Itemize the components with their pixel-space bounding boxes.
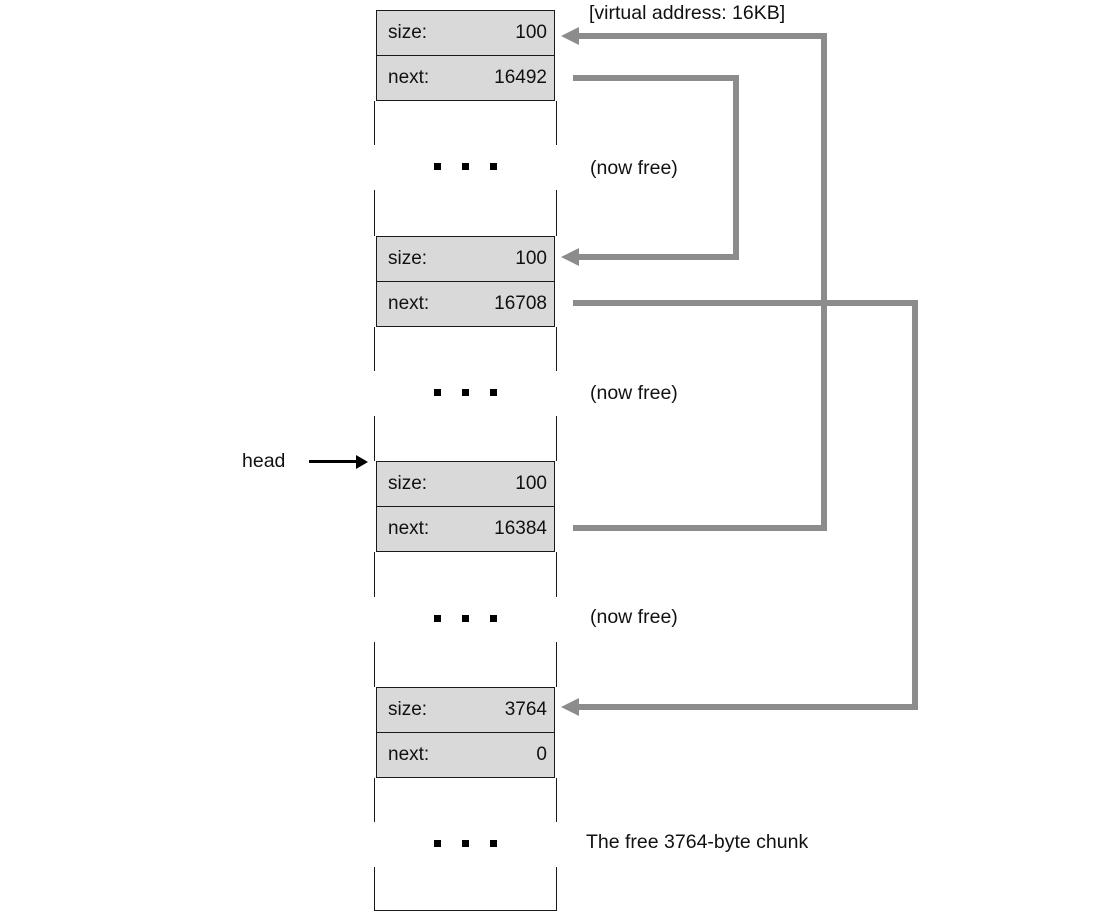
- pointer-b-top: [573, 75, 739, 81]
- ellipsis-icon: [374, 389, 557, 396]
- chunk4-next-label: next:: [388, 744, 430, 765]
- chunk1-size-value: 100: [515, 22, 547, 43]
- pointer-c-top: [573, 300, 918, 306]
- chunk3-size-label: size:: [388, 473, 428, 494]
- chunk4-size-value: 3764: [504, 699, 547, 720]
- chunk4-size-label: size:: [388, 699, 428, 720]
- head-arrow-icon: [356, 454, 368, 469]
- chunk4-next-value: 0: [536, 744, 547, 765]
- memory-segment: [374, 778, 557, 822]
- chunk2-next-value: 16708: [494, 293, 547, 314]
- pointer-arrowhead-icon: [561, 248, 579, 266]
- pointer-a-bottom: [573, 525, 827, 531]
- memory-segment: [374, 190, 557, 236]
- pointer-c-vertical: [912, 300, 918, 710]
- chunk3-next-label: next:: [388, 518, 430, 539]
- chunk4-next-row: next: 0: [376, 732, 555, 778]
- memory-segment: [374, 867, 557, 911]
- ellipsis-icon: [374, 615, 557, 622]
- memory-segment: [374, 642, 557, 687]
- ellipsis-icon: [374, 163, 557, 170]
- free-chunk-caption: The free 3764-byte chunk: [586, 831, 809, 853]
- pointer-c-bottom: [577, 704, 918, 710]
- head-pointer-label: head: [242, 450, 286, 472]
- pointer-arrowhead-icon: [561, 698, 579, 716]
- now-free-label-3: (now free): [590, 606, 678, 628]
- chunk3-size-row: size: 100: [376, 461, 555, 507]
- memory-segment: [374, 327, 557, 371]
- pointer-b-vertical: [733, 75, 739, 260]
- chunk2-next-label: next:: [388, 293, 430, 314]
- head-arrow-shaft: [309, 460, 357, 463]
- memory-segment: [374, 101, 557, 145]
- memory-segment: [374, 416, 557, 461]
- chunk2-size-row: size: 100: [376, 236, 555, 282]
- ellipsis-icon: [374, 840, 557, 847]
- now-free-label-1: (now free): [590, 157, 678, 179]
- virtual-address-annotation: [virtual address: 16KB]: [589, 2, 786, 24]
- chunk1-size-row: size: 100: [376, 10, 555, 56]
- pointer-b-bottom: [577, 254, 739, 260]
- now-free-label-2: (now free): [590, 382, 678, 404]
- chunk3-next-row: next: 16384: [376, 506, 555, 552]
- chunk1-next-row: next: 16492: [376, 55, 555, 101]
- chunk2-size-value: 100: [515, 248, 547, 269]
- chunk3-size-value: 100: [515, 473, 547, 494]
- chunk1-next-label: next:: [388, 67, 430, 88]
- chunk3-next-value: 16384: [494, 518, 547, 539]
- pointer-a-top: [577, 33, 827, 39]
- chunk2-size-label: size:: [388, 248, 428, 269]
- pointer-a-vertical: [821, 33, 827, 531]
- chunk2-next-row: next: 16708: [376, 281, 555, 327]
- chunk1-next-value: 16492: [494, 67, 547, 88]
- memory-segment: [374, 552, 557, 597]
- chunk1-size-label: size:: [388, 22, 428, 43]
- chunk4-size-row: size: 3764: [376, 687, 555, 733]
- pointer-arrowhead-icon: [561, 27, 579, 45]
